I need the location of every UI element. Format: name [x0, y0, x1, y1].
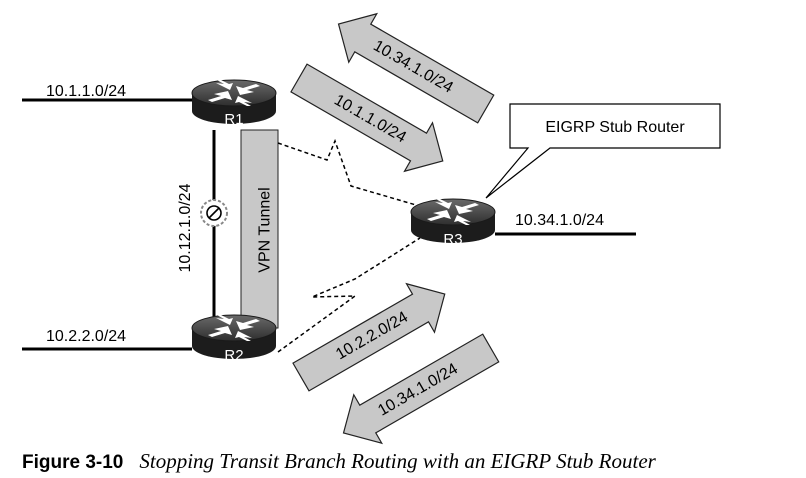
router-r2-label: R2 — [224, 347, 243, 364]
vpn-tunnel-label: VPN Tunnel — [257, 187, 274, 272]
r2-lan-label: 10.2.2.0/24 — [46, 328, 126, 345]
r3-lan-label: 10.34.1.0/24 — [515, 212, 604, 229]
figure-title: Stopping Transit Branch Routing with an … — [139, 449, 656, 473]
figure-number: Figure 3-10 — [22, 452, 124, 473]
r1-lan-label: 10.1.1.0/24 — [46, 83, 126, 100]
callout-box — [485, 103, 721, 199]
router-r3-label: R3 — [443, 231, 462, 248]
blocked-icon — [200, 199, 228, 227]
arrow-top-out: 10.1.1.0/24 — [290, 63, 444, 173]
router-r1-label: R1 — [224, 111, 243, 128]
figure-caption: Figure 3-10 Stopping Transit Branch Routi… — [22, 449, 656, 474]
callout-text: EIGRP Stub Router — [545, 119, 685, 136]
r2-r3-wan-link — [277, 237, 421, 353]
r1-r2-link-label: 10.12.1.0/24 — [177, 183, 194, 272]
r1-r3-wan-link — [277, 138, 441, 213]
